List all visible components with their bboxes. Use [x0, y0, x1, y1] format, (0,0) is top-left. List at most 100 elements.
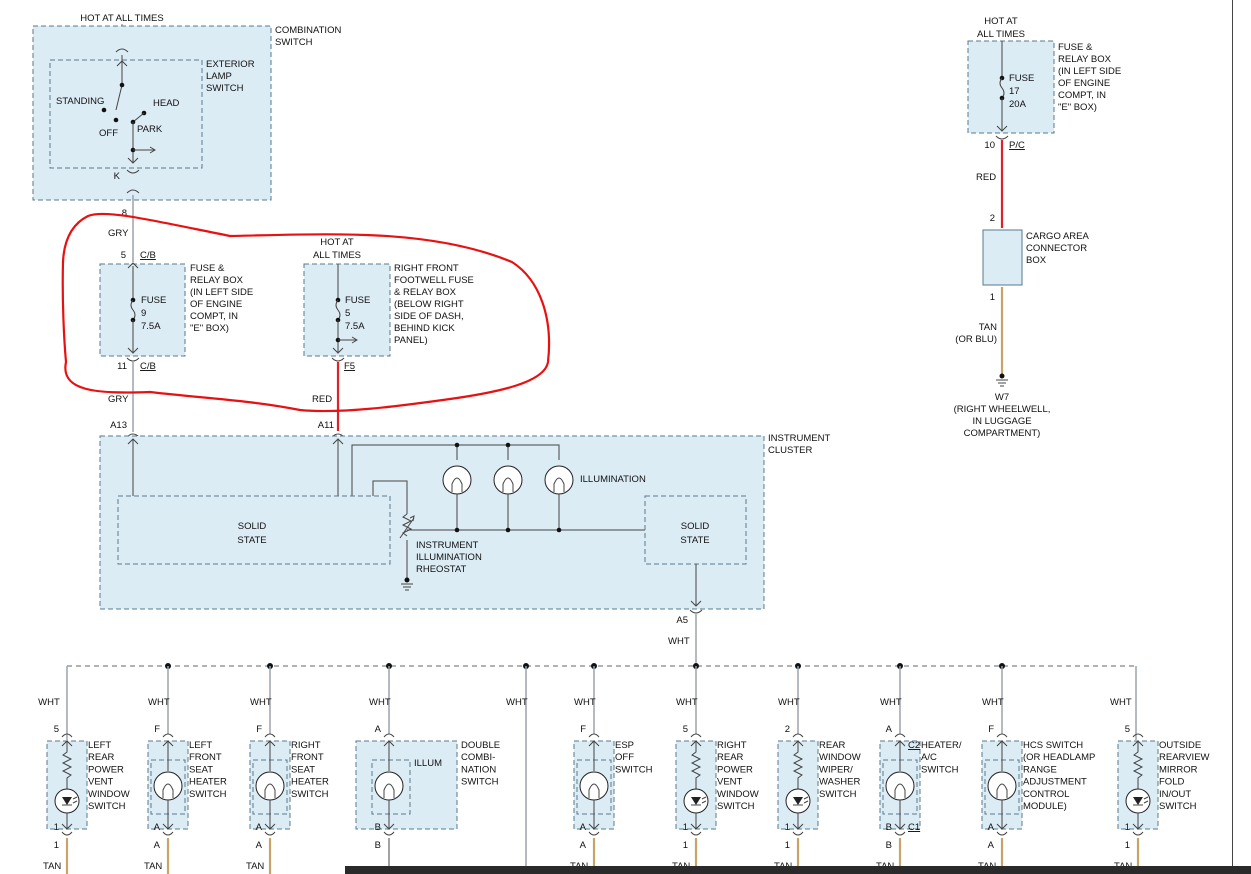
switch-bottom-num: B [375, 840, 381, 851]
fuse5-hot-1: HOT AT [320, 237, 354, 248]
fuse5-desc-6: BEHIND KICK [394, 323, 455, 334]
switch-top-pin: 2 [785, 724, 790, 735]
switch-label-line: LEFT [189, 740, 212, 751]
pin-k-label: K [114, 171, 121, 182]
switch-label-line: RANGE [1023, 764, 1057, 775]
fuse9-pin-top: 5 [121, 250, 126, 261]
fuse9-desc-2: RELAY BOX [190, 275, 244, 286]
bulb-icon [153, 771, 183, 801]
switch-label-line: SWITCH [819, 789, 857, 800]
fuse17-hot-1: HOT AT [984, 16, 1018, 27]
fuse9-desc-5: COMPT, IN [190, 311, 238, 322]
ground-icon-w7 [996, 379, 1008, 387]
fuse17-element [999, 77, 1005, 99]
switch-wire-label: WHT [506, 697, 528, 708]
switch-label-line: REAR [717, 752, 744, 763]
switch-tan-label: TAN [43, 861, 61, 872]
fuse9-desc-1: FUSE & [190, 263, 225, 274]
switch-wire-label: WHT [880, 697, 902, 708]
park-label: PARK [137, 124, 163, 135]
switch-label-line: POWER [88, 764, 124, 775]
switch-top-pin: F [580, 724, 586, 735]
switch-label-line: WASHER [819, 777, 860, 788]
switch-label-line: COMBI- [461, 752, 495, 763]
switch-label-line: ESP [615, 740, 634, 751]
switch-bottom-num: 1 [683, 840, 688, 851]
combination-switch-label-1: COMBINATION [275, 25, 341, 36]
switch-label-line: LEFT [88, 740, 111, 751]
hot-at-all-times-label: HOT AT ALL TIMES [80, 13, 163, 24]
ground-w7-4: COMPARTMENT) [964, 428, 1041, 439]
solid-state-right-1: SOLID [681, 521, 710, 532]
ground-icon-cluster [401, 583, 413, 591]
switch-top-pin: A [886, 724, 893, 735]
fuse-9-group: 5 C/B FUSE 9 7.5A FUSE & RELAY BOX (IN L… [99, 250, 253, 432]
solid-state-right-2: STATE [680, 535, 709, 546]
switch-label-line: WIPER/ [819, 764, 853, 775]
switch-top-pin: 5 [54, 724, 59, 735]
switch-label-line: SWITCH [461, 777, 499, 788]
cluster-label-1: INSTRUMENT [768, 433, 830, 444]
switch-wire-label: WHT [1110, 697, 1132, 708]
switch-bottom-num: 1 [1125, 840, 1130, 851]
fuse17-pin-10: 10 [984, 140, 995, 151]
switch-label-line: FOLD [1159, 777, 1184, 788]
switch-label-line: REAR [819, 740, 846, 751]
switch-bottom-num: A [988, 840, 995, 851]
switch-tan-label: TAN [144, 861, 162, 872]
cargo-wire-tan-2: (OR BLU) [955, 334, 997, 345]
fuse17-desc-2: RELAY BOX [1058, 54, 1112, 65]
bulb-icon [579, 771, 609, 801]
fuse9-wire-bottom: GRY [108, 394, 129, 405]
cargo-pin-1: 1 [990, 292, 995, 303]
instrument-cluster: A13 A11 INSTRUMENT CLUSTER ILLUMINATION [99, 420, 830, 666]
fuse17-fuse-label: FUSE [1009, 73, 1034, 84]
solid-state-left-2: STATE [237, 535, 266, 546]
switch-wire-label: WHT [369, 697, 391, 708]
fuse5-desc-4: (BELOW RIGHT [394, 299, 464, 310]
switch-label-line: OFF [615, 752, 634, 763]
switch-5: WHT [506, 666, 528, 874]
fuse17-conn-pc: P/C [1009, 140, 1025, 151]
switch-bottom-num: B [886, 840, 892, 851]
switch-bottom-pin: 1 [54, 822, 59, 833]
fuse17-desc-4: OF ENGINE [1058, 78, 1110, 89]
switch-10: WHTFAATANHCS SWITCH(OR HEADLAMPRANGEADJU… [978, 666, 1095, 874]
fuse5-conn: F5 [344, 361, 355, 372]
bottom-scrollbar[interactable] [345, 866, 1251, 874]
resistor-icon [1132, 741, 1144, 790]
fuse9-element [130, 299, 136, 321]
ground-w7-2: (RIGHT WHEELWELL, [954, 404, 1051, 415]
ground-w7-1: W7 [995, 392, 1009, 403]
switch-label-line: SWITCH [717, 801, 755, 812]
fuse9-conn-bottom: C/B [140, 361, 156, 372]
fuse9-num: 9 [141, 308, 146, 319]
switch-bottom-num: A [154, 840, 161, 851]
off-label: OFF [99, 128, 118, 139]
fuse5-hot-2: ALL TIMES [313, 250, 361, 261]
switch-bottom-pin: A [154, 822, 161, 833]
fuse9-fuse-label: FUSE [141, 295, 166, 306]
cargo-wire-tan-1: TAN [979, 322, 997, 333]
exterior-lamp-switch-box [49, 59, 203, 169]
fuse5-box [303, 263, 391, 357]
switch-label-line: HEATER [189, 777, 227, 788]
switch-label-line: MIRROR [1159, 764, 1198, 775]
switch-tan-label: TAN [246, 861, 264, 872]
rheostat-label-2: ILLUMINATION [416, 552, 482, 563]
switch-label-line: HEATER [291, 777, 329, 788]
fuse5-amps: 7.5A [345, 321, 365, 332]
ext-lamp-label-2: LAMP [206, 71, 232, 82]
cargo-pin-2: 2 [990, 213, 995, 224]
switch-label-line: HEATER/ [921, 740, 962, 751]
switch-label-line: A/C [921, 752, 937, 763]
switch-label-line: ADJUSTMENT [1023, 777, 1087, 788]
switch-bottom-pin: 1 [1125, 822, 1130, 833]
switch-label-line: REARVIEW [1159, 752, 1210, 763]
fuse9-desc-4: OF ENGINE [190, 299, 242, 310]
switch-label-line: FRONT [189, 752, 222, 763]
